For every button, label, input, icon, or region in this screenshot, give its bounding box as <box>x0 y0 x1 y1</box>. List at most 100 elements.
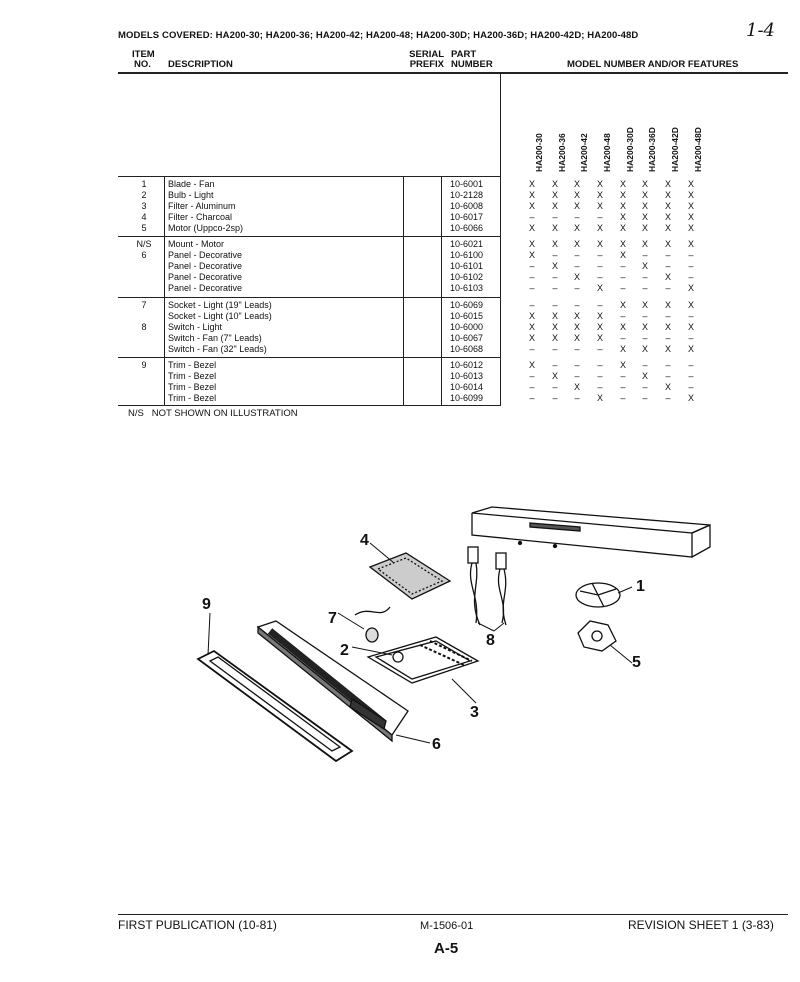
model-mark: X <box>641 300 648 310</box>
model-mark: X <box>528 322 535 332</box>
part-description: Switch - Light <box>168 322 223 332</box>
model-mark: X <box>641 201 648 211</box>
model-mark: – <box>665 311 671 321</box>
model-mark: – <box>642 272 648 282</box>
page-number: A-5 <box>434 940 459 957</box>
callout-leaders <box>207 542 633 744</box>
document-number: M-1506-01 <box>420 920 474 932</box>
model-mark: X <box>528 201 535 211</box>
fan-blade <box>575 582 621 608</box>
model-mark: – <box>574 360 580 370</box>
col-part-line2: NUMBER <box>451 59 493 70</box>
model-mark: – <box>597 250 603 260</box>
model-mark: X <box>528 179 535 189</box>
model-mark: – <box>688 311 694 321</box>
part-description: Switch - Fan (7" Leads) <box>168 333 262 343</box>
item-number: 2 <box>141 190 147 200</box>
model-header-2: HA200-36 <box>557 133 567 172</box>
model-mark: X <box>641 239 648 249</box>
model-mark: X <box>551 179 558 189</box>
callout-1: 1 <box>636 578 645 595</box>
part-description: Trim - Bezel <box>168 393 217 403</box>
model-mark: X <box>528 360 535 370</box>
part-description: Switch - Fan (32" Leads) <box>168 344 267 354</box>
model-mark: X <box>551 322 558 332</box>
model-mark: – <box>620 382 626 392</box>
model-mark: X <box>596 179 603 189</box>
model-mark: X <box>664 212 671 222</box>
item-number: 5 <box>141 223 147 233</box>
model-mark: – <box>552 344 558 354</box>
model-mark: X <box>664 190 671 200</box>
model-header-8: HA200-48D <box>693 127 703 172</box>
model-mark: – <box>688 250 694 260</box>
model-mark: X <box>551 201 558 211</box>
item-number: N/S <box>136 239 152 249</box>
model-mark: X <box>528 250 535 260</box>
model-mark: X <box>596 311 603 321</box>
model-mark: X <box>528 223 535 233</box>
model-mark: X <box>596 201 603 211</box>
aluminum-filter <box>366 636 480 684</box>
model-mark: – <box>529 212 535 222</box>
callout-9: 9 <box>202 596 211 613</box>
revision-sheet: REVISION SHEET 1 (3-83) <box>628 918 774 932</box>
model-mark: – <box>552 212 558 222</box>
model-mark: – <box>574 393 580 403</box>
serial-left-rule <box>403 176 404 406</box>
serial-right-rule <box>441 176 442 406</box>
model-mark: – <box>642 360 648 370</box>
model-header-4: HA200-48 <box>602 133 612 172</box>
part-number: 10-6066 <box>450 223 484 233</box>
model-header-1: HA200-30 <box>534 133 544 172</box>
model-mark: X <box>551 311 558 321</box>
decorative-panel <box>256 620 409 743</box>
item-number: 4 <box>141 212 147 222</box>
trim-bezel <box>196 649 354 763</box>
model-mark: – <box>529 371 535 381</box>
part-number: 10-6102 <box>450 272 484 282</box>
part-description: Trim - Bezel <box>168 382 217 392</box>
model-mark: – <box>597 360 603 370</box>
callout-3: 3 <box>470 704 479 721</box>
part-description: Motor (Uppco-2sp) <box>168 223 244 233</box>
model-mark: X <box>687 223 694 233</box>
model-mark: X <box>596 239 603 249</box>
model-mark: X <box>619 223 626 233</box>
model-mark: X <box>641 223 648 233</box>
model-mark: X <box>641 190 648 200</box>
model-mark: X <box>687 300 694 310</box>
model-mark: X <box>619 300 626 310</box>
part-number: 10-6014 <box>450 382 484 392</box>
model-header-6: HA200-36D <box>647 127 657 172</box>
model-mark: X <box>573 179 580 189</box>
col-item-line2: NO. <box>134 59 151 70</box>
model-mark: X <box>641 322 648 332</box>
fan-motor <box>577 620 617 652</box>
model-mark: – <box>665 283 671 293</box>
model-mark: X <box>641 261 648 271</box>
model-mark: X <box>687 344 694 354</box>
model-mark: – <box>552 382 558 392</box>
model-mark: – <box>552 393 558 403</box>
model-mark: X <box>573 272 580 282</box>
col-item-line1: ITEM <box>132 49 155 60</box>
model-mark: X <box>641 212 648 222</box>
switches <box>467 546 507 626</box>
item-number: 3 <box>141 201 147 211</box>
col-serial-line2: PREFIX <box>409 59 444 70</box>
model-mark: X <box>664 382 671 392</box>
col-serial-line1: SERIAL <box>409 49 444 60</box>
model-mark: – <box>597 261 603 271</box>
model-mark: X <box>528 239 535 249</box>
model-mark: – <box>620 333 626 343</box>
model-mark: – <box>597 300 603 310</box>
col-item-header: ITEM NO. <box>132 50 155 70</box>
col-serial-header: SERIAL PREFIX <box>404 50 444 70</box>
